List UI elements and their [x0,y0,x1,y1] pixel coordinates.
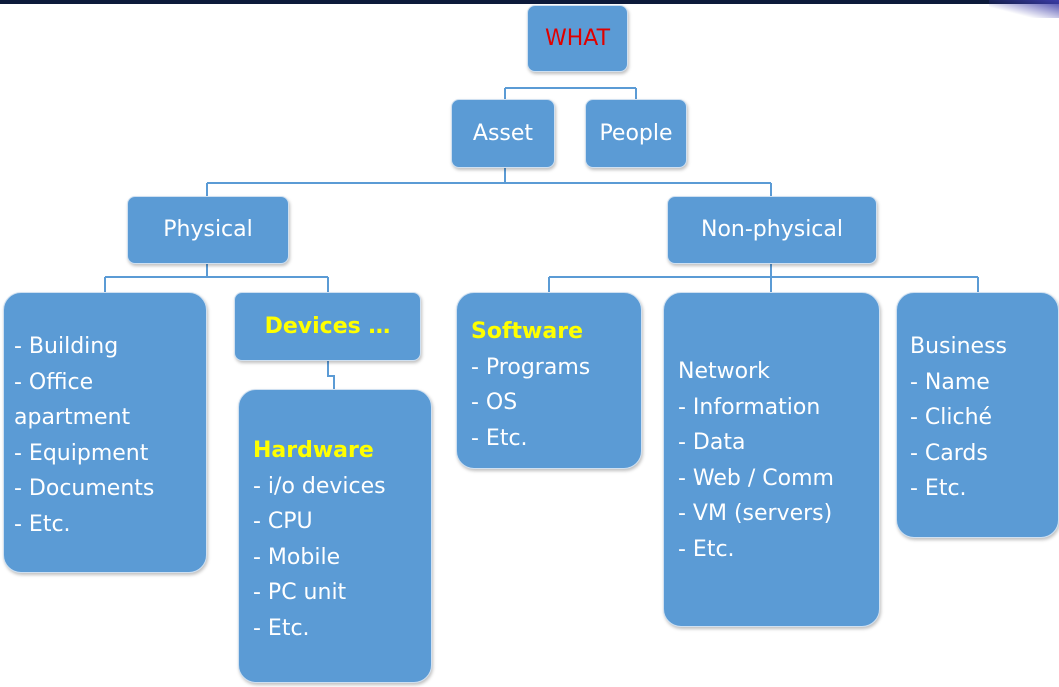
connector-nonphysical-branches [548,264,979,292]
business-item: - Etc. [910,476,967,501]
people-node: People [585,99,687,168]
hardware-item: - PC unit [253,580,347,605]
asset-node: Asset [451,99,555,168]
nonphysical-label: Non-physical [701,217,843,243]
network-item: - Data [678,430,746,455]
physical-item: - Etc. [14,511,71,537]
connector-asset-branches [206,168,772,196]
software-item: - Etc. [471,425,528,451]
devices-label: Devices … [264,313,391,339]
business-node: Business - Name - Cliché - Cards - Etc. [896,292,1059,538]
software-item: - OS [471,390,518,415]
software-node: Software - Programs - OS - Etc. [456,292,642,469]
physical-item: - Documents [14,476,155,501]
connector-physical-branches [104,264,329,292]
nonphysical-node: Non-physical [667,196,877,264]
network-title: Network [678,359,770,384]
physical-node: Physical [127,196,289,264]
connector-what-branches [504,87,637,99]
software-item: - Programs [471,354,591,380]
what-label: WHAT [544,25,611,51]
software-title: Software [471,319,583,344]
hardware-title: Hardware [253,438,374,463]
hardware-item: - i/o devices [253,473,386,499]
network-item: - Information [678,394,821,420]
what-node: WHAT [527,5,628,72]
connector-devices-hardware [327,361,335,389]
asset-label: Asset [472,120,534,146]
business-item: - Cliché [910,405,993,430]
physical-item: - Office [14,369,94,395]
business-title: Business [910,334,1008,359]
window-corner-accent [989,0,1059,18]
people-label: People [599,120,673,146]
business-item: - Name [910,369,990,395]
physical-items-node: - Building - Office apartment - Equipmen… [3,292,207,573]
network-item: - Etc. [678,536,735,562]
physical-label: Physical [163,217,253,243]
business-item: - Cards [910,440,988,466]
hardware-item: - Mobile [253,544,341,570]
network-node: Network - Information - Data - Web / Com… [663,292,880,627]
hardware-node: Hardware - i/o devices - CPU - Mobile - … [238,389,432,683]
physical-item: - Building [14,334,119,359]
physical-item: - Equipment [14,440,149,466]
devices-node: Devices … [234,292,421,361]
hardware-item: - Etc. [253,615,310,641]
network-item: - VM (servers) [678,501,833,526]
physical-item: apartment [14,405,131,430]
hardware-item: - CPU [253,509,313,534]
window-top-border [0,0,1059,4]
network-item: - Web / Comm [678,465,834,491]
